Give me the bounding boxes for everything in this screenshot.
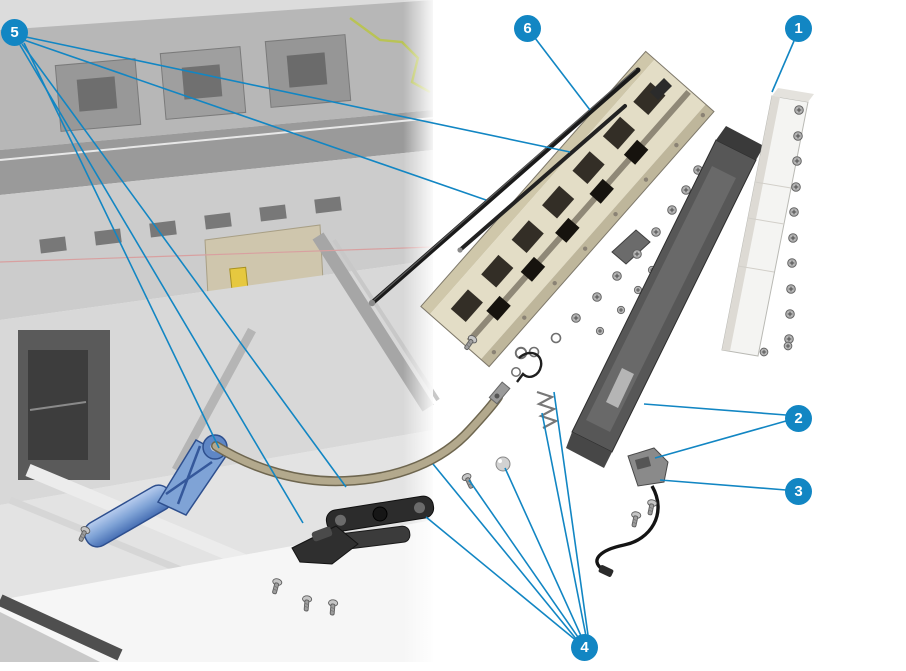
rod-short: [458, 104, 627, 252]
callout-2-balloon: 2: [785, 405, 812, 432]
callout-1-balloon: 1: [785, 15, 812, 42]
sensor-cable: [595, 485, 660, 571]
fastener-kit: [460, 346, 559, 491]
callout-4-balloon: 4: [571, 634, 598, 661]
beam-slots: [450, 82, 666, 323]
callout-leader-lines: [19, 36, 795, 643]
out-guide-panel: [566, 126, 764, 468]
cutter-cable-assembly: [595, 447, 669, 577]
callout-3-balloon: 3: [785, 478, 812, 505]
spring-coil: [536, 390, 559, 429]
photo-slot-row: [39, 196, 342, 254]
callout-5-balloon: 5: [1, 19, 28, 46]
printhead-carriages: [54, 34, 352, 132]
photo-dark-cavity: [18, 330, 110, 480]
panel-cutout: [606, 368, 634, 408]
cutter-bumper: [611, 229, 651, 265]
spring-hook: [516, 351, 543, 383]
photo-red-line: [0, 246, 434, 263]
beam-end-bracket: [650, 78, 672, 100]
roller-ball: [495, 456, 511, 472]
beam-clamps: [486, 139, 649, 321]
cam-link-parts: [269, 495, 435, 616]
cutter-guide-rods: [368, 67, 641, 307]
rod-long: [369, 67, 641, 306]
printer-photo-background: [0, 0, 440, 662]
callout-6-balloon: 6: [514, 15, 541, 42]
rod-clevis: [488, 381, 511, 405]
lever-linkage-rod: [211, 381, 511, 487]
front-cover-panel: [721, 88, 814, 357]
beam-screw-holes: [491, 112, 706, 355]
